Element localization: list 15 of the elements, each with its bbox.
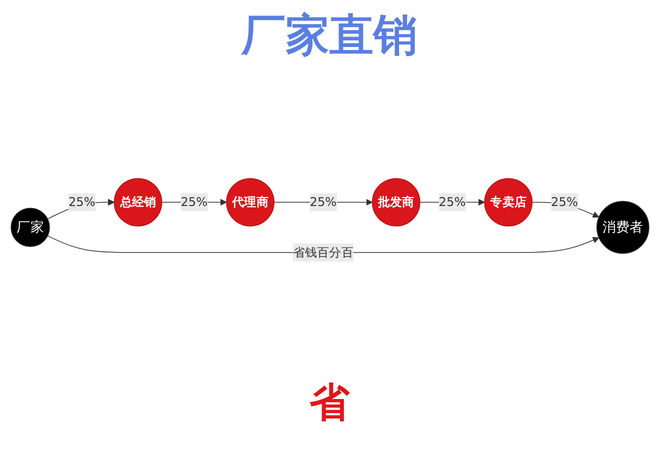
node-circle: 代理商 [226,178,274,226]
edge-label: 省钱百分百 [292,244,353,260]
edge-label: 25% [180,194,208,210]
edge-label: 25% [309,194,336,210]
node-circle: 总经销 [113,178,162,226]
node-circle: 专卖店 [484,178,532,226]
edge-label: 25% [550,194,578,210]
title: 厂家直销 [242,9,418,63]
big-character: 省 [310,379,350,428]
arrow [46,235,599,253]
node-circle: 消费者 [596,200,649,254]
node-circle: 厂家 [10,208,50,248]
edge-label: 25% [68,194,95,210]
edge-label: 25% [438,194,466,210]
node-circle: 批发商 [371,178,420,226]
